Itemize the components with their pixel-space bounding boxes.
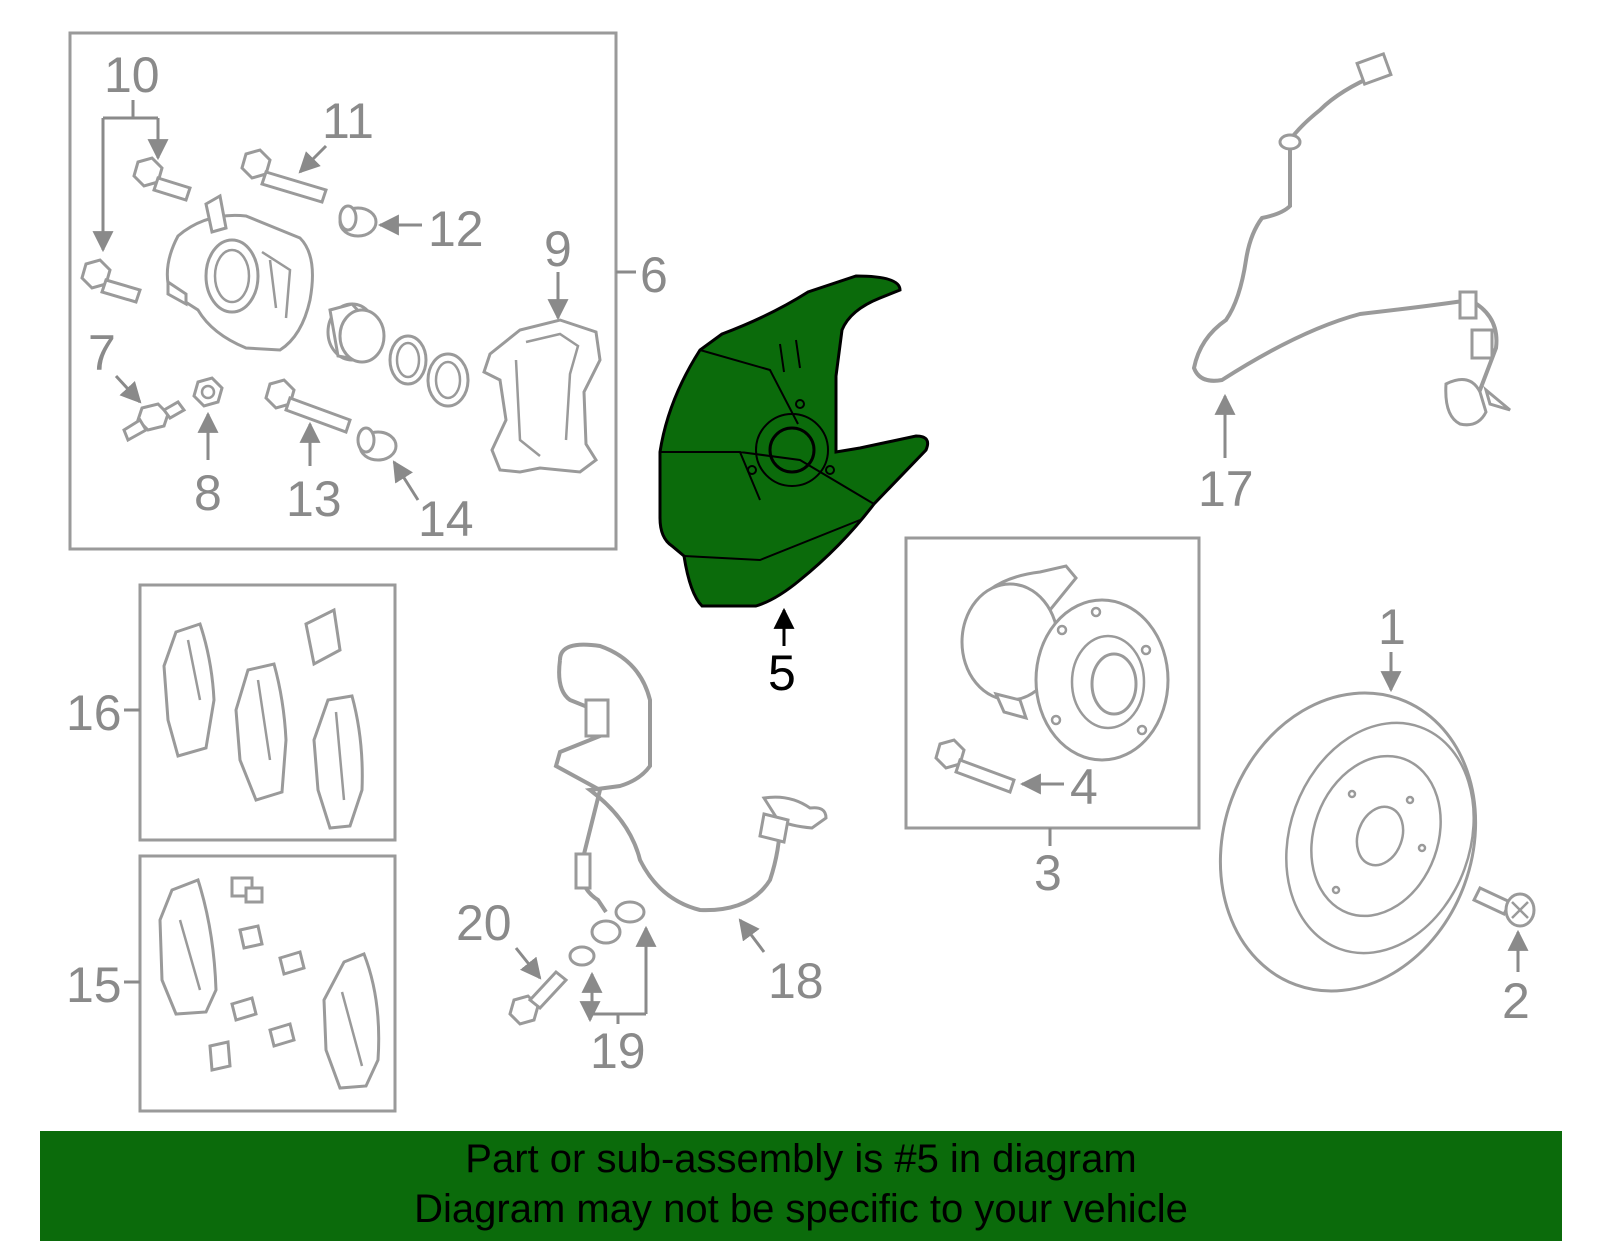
abs-wire-harness-18: [553, 642, 828, 914]
banner-line-2: Diagram may not be specific to your vehi…: [414, 1187, 1188, 1231]
guide-bolt-13: [264, 378, 352, 434]
bolt-11: [240, 148, 328, 204]
piston-seal: [388, 334, 428, 386]
bolt-20: [508, 969, 569, 1026]
callout-2: 2: [1502, 973, 1530, 1029]
banner-line-1: Part or sub-assembly is #5 in diagram: [465, 1137, 1137, 1181]
callout-10: 10: [104, 47, 160, 103]
bushing-14: [356, 426, 398, 462]
dust-boot: [426, 352, 470, 408]
bolt-10-lower: [80, 258, 142, 304]
bolt-10-upper: [132, 156, 192, 202]
caliper-housing: [165, 193, 314, 352]
caliper-assembly-box: [68, 31, 618, 551]
bleeder-screw: [122, 400, 187, 443]
bleeder-cap: [192, 376, 224, 408]
callout-13: 13: [286, 471, 342, 527]
info-banner: Part or sub-assembly is #5 in diagram Di…: [40, 1131, 1562, 1241]
callout-16: 16: [66, 685, 122, 741]
pad-hardware: [158, 876, 381, 1090]
callout-18: 18: [768, 953, 824, 1009]
brake-pad-box: [138, 583, 397, 842]
abs-sensor-17: [1191, 51, 1511, 427]
callout-20: 20: [456, 895, 512, 951]
callout-6: 6: [640, 247, 668, 303]
hub-assembly-box: [904, 536, 1201, 830]
callout-12: 12: [428, 201, 484, 257]
callout-1: 1: [1378, 599, 1406, 655]
caliper-bracket: [482, 318, 602, 474]
bushing-12: [338, 204, 378, 238]
hub-bolt-4: [934, 738, 1016, 794]
callout-14: 14: [418, 491, 474, 547]
wire-clips-19: [568, 900, 646, 967]
callout-15: 15: [66, 957, 122, 1013]
callout-17: 17: [1198, 461, 1254, 517]
callout-8: 8: [194, 465, 222, 521]
callout-7: 7: [88, 325, 116, 381]
wheel-hub-bearing: [960, 564, 1170, 762]
callout-9: 9: [544, 221, 572, 277]
caliper-piston: [326, 302, 386, 364]
callout-5: 5: [768, 645, 796, 701]
callout-3: 3: [1034, 845, 1062, 901]
rotor-screw-2: [1471, 886, 1536, 928]
brake-pads: [162, 607, 364, 830]
dust-shield-part-5[interactable]: [658, 274, 930, 608]
callout-4: 4: [1070, 759, 1098, 815]
callout-11: 11: [322, 93, 374, 149]
brake-rotor: [1218, 691, 1478, 993]
callout-19: 19: [590, 1023, 646, 1079]
